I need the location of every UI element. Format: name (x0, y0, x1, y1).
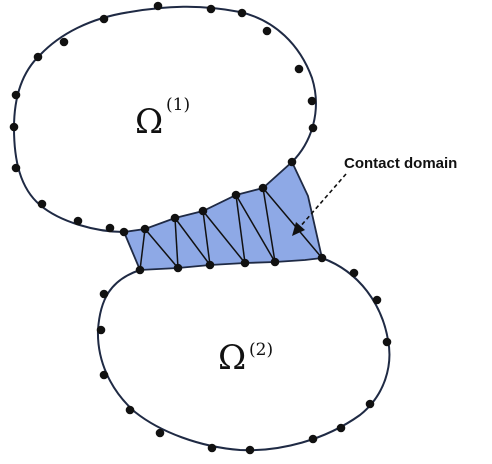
body-1-outline (12, 5, 317, 233)
node (207, 443, 217, 453)
arrowhead-icon (292, 222, 305, 236)
node (317, 253, 327, 263)
node (308, 434, 318, 444)
node (99, 289, 109, 299)
node (119, 227, 129, 237)
node (105, 223, 115, 233)
node (170, 213, 180, 223)
node (205, 260, 215, 270)
body-1-superscript: (1) (166, 95, 190, 115)
node (99, 14, 109, 24)
node (11, 163, 21, 173)
contact-triangulation (139, 187, 323, 271)
node (308, 123, 318, 133)
node (73, 216, 83, 226)
contact-domain-region (122, 160, 324, 271)
node (240, 258, 250, 268)
node (9, 122, 19, 132)
node (59, 37, 69, 47)
node (96, 325, 106, 335)
body-2-nodes (96, 253, 392, 455)
node (140, 224, 150, 234)
node (231, 190, 241, 200)
node (237, 8, 247, 18)
body-2-label: Ω (218, 338, 246, 378)
body-1-nodes (9, 1, 318, 237)
node (173, 263, 183, 273)
node (270, 257, 280, 267)
node (262, 26, 272, 36)
node (11, 90, 21, 100)
node (206, 4, 216, 14)
node (245, 445, 255, 455)
body-1-label: Ω (135, 102, 163, 142)
body-2-superscript: (2) (249, 340, 273, 360)
node (37, 199, 47, 209)
node (198, 206, 208, 216)
node (336, 423, 346, 433)
node (125, 405, 135, 415)
node (372, 295, 382, 305)
node (349, 268, 359, 278)
body-1-symbol: Ω (135, 102, 163, 142)
node (153, 1, 163, 11)
node (99, 370, 109, 380)
contact-domain-callout: Contact domain (344, 155, 457, 172)
node (135, 265, 145, 275)
node (155, 428, 165, 438)
node (382, 337, 392, 347)
node (307, 96, 317, 106)
node (287, 157, 297, 167)
node (258, 183, 268, 193)
node (33, 52, 43, 62)
node (365, 399, 375, 409)
body-2-symbol: Ω (218, 338, 246, 378)
node (294, 64, 304, 74)
callout-arrow (292, 173, 347, 236)
